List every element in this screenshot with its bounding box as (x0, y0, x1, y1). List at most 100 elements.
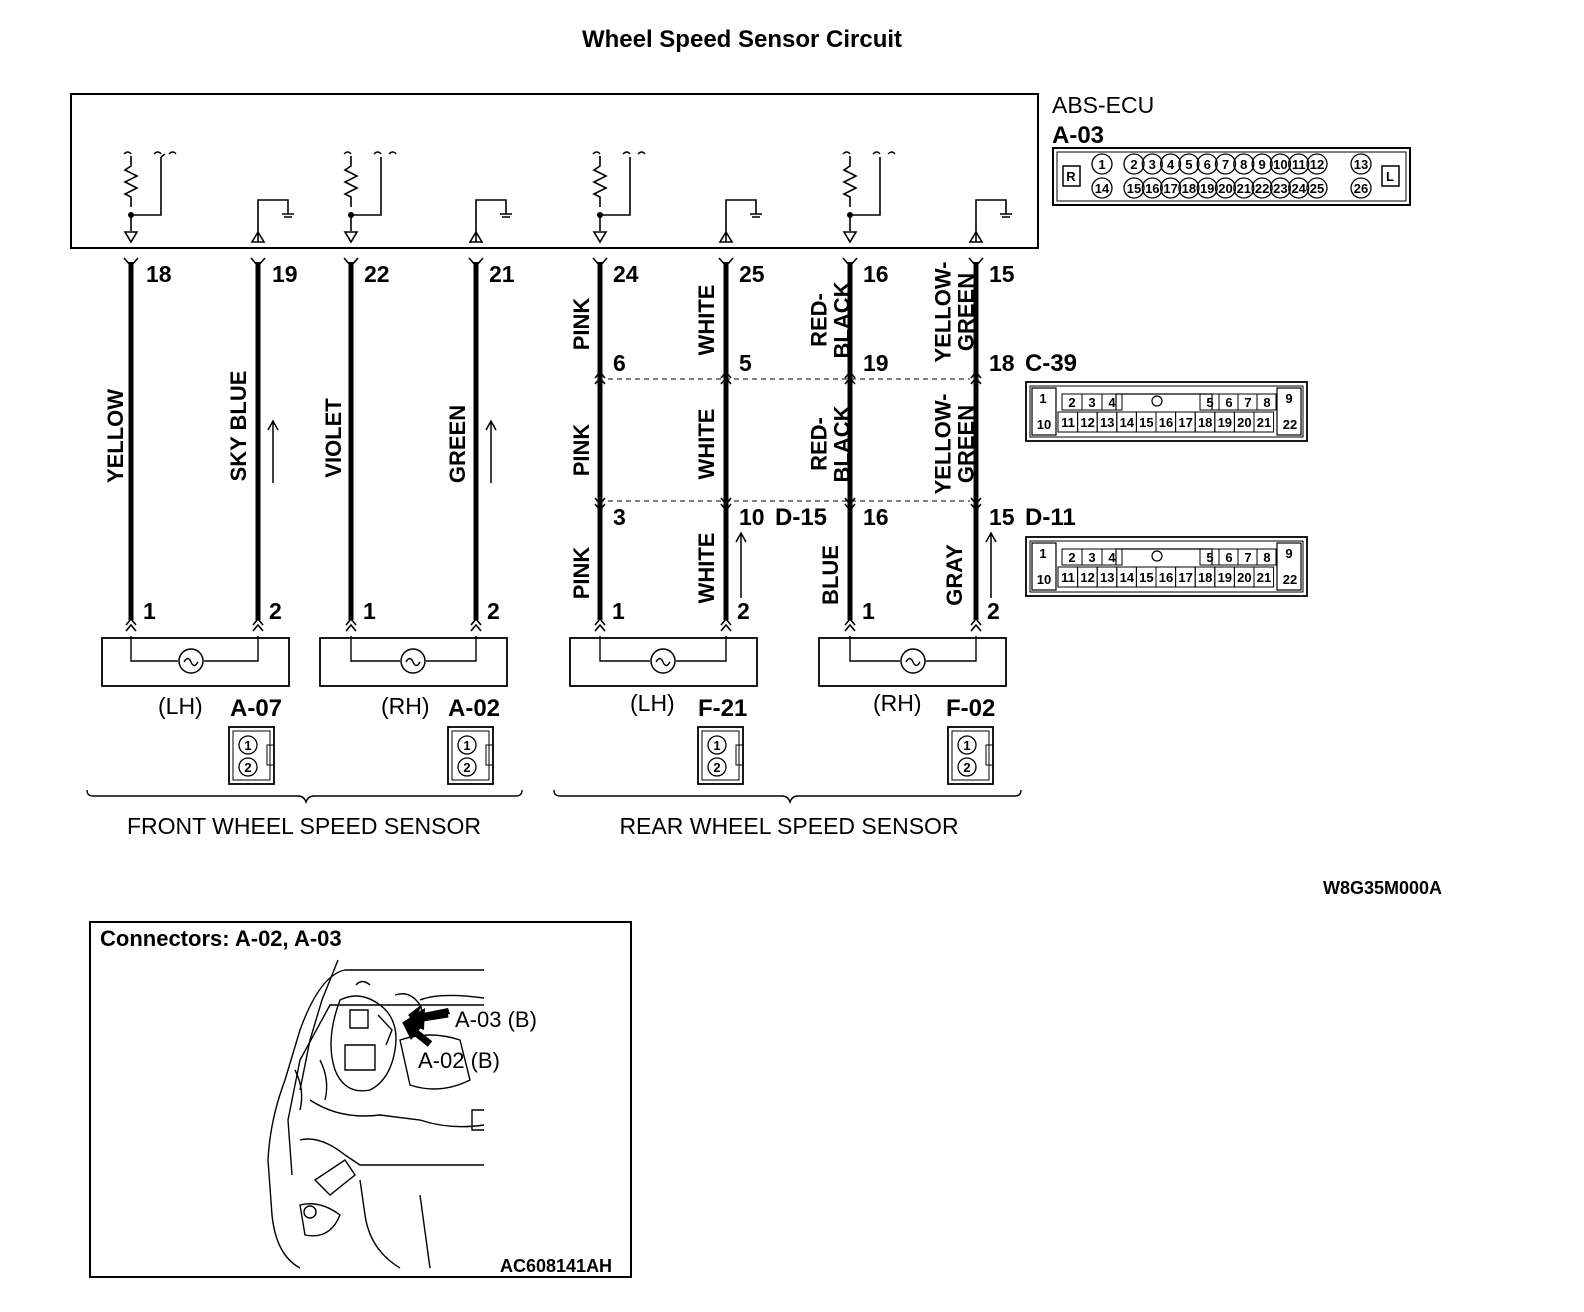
wire-color-label: PINK (569, 547, 594, 600)
connector-face-pin: 11 (1061, 570, 1075, 585)
svg-text:25: 25 (1310, 181, 1324, 196)
svg-text:5: 5 (1185, 157, 1192, 172)
ecu-pin-label: 25 (739, 261, 765, 287)
diagram-title: Wheel Speed Sensor Circuit (582, 26, 902, 53)
ecu-connector-id: A-03 (1052, 122, 1104, 149)
connector-face-pin: 7 (1244, 395, 1251, 410)
diagram-code: W8G35M000A (1323, 878, 1442, 898)
ecu-face-pin: 24 (1288, 177, 1310, 199)
ecu-face-pin: 4 (1159, 153, 1182, 175)
wire-color-label: VIOLET (321, 398, 346, 478)
connector-face-pin: 5 (1206, 395, 1213, 410)
ecu-face-pin: 2 (1123, 153, 1145, 175)
sensor-face-pin: 1 (963, 738, 970, 753)
svg-text:18: 18 (1182, 181, 1196, 196)
connector-face-pin: 18 (1198, 570, 1212, 585)
connector-face-pin: 3 (1088, 550, 1095, 565)
wire-color-label: PINK (569, 424, 594, 477)
sensor-connector-face: 12 (228, 726, 275, 785)
connector-face-pin: 16 (1159, 415, 1173, 430)
connector-face-pin: 9 (1285, 391, 1292, 406)
connector-face-pin: 7 (1244, 550, 1251, 565)
connector-face-pin: 14 (1120, 570, 1135, 585)
connector-face-pin: 21 (1257, 415, 1271, 430)
d11-connector-id: D-11 (1025, 504, 1076, 531)
ecu-face-pin: 15 (1123, 177, 1145, 199)
sensor-face-pin: 2 (963, 760, 970, 775)
connector-face-pin: 12 (1080, 415, 1094, 430)
svg-text:24: 24 (1291, 181, 1306, 196)
callout-arrows (402, 1004, 450, 1047)
connector-face-pin: 22 (1283, 417, 1297, 432)
ecu-face-pin: 18 (1178, 177, 1200, 199)
connector-location-inset (89, 921, 632, 1278)
inset-title: Connectors: A-02, A-03 (100, 926, 342, 951)
connector-face-pin: 4 (1108, 395, 1116, 410)
wire-color-label: WHITE (694, 285, 719, 356)
sensor-pin-label: 2 (737, 598, 750, 624)
ecu-face-pin: 1 (1091, 153, 1113, 175)
connector-face-pin: 12 (1080, 570, 1094, 585)
svg-text:19: 19 (1200, 181, 1214, 196)
ecu-pin-label: 15 (989, 261, 1015, 287)
ecu-pin-label: 16 (863, 261, 889, 287)
ecu-face-pin: 16 (1141, 177, 1163, 199)
connector-face-pin: 15 (1139, 415, 1153, 430)
ecu-face-pin: 11 (1288, 153, 1310, 175)
sensor-coil-icon (650, 648, 676, 674)
svg-text:21: 21 (1237, 181, 1251, 196)
c39-pin-label: 6 (613, 350, 626, 376)
sensor-coil-icon (178, 648, 204, 674)
ecu-face-pin: 7 (1214, 153, 1237, 175)
sensor-coil-icon (900, 648, 926, 674)
wire-color-label: RED-BLACK (807, 405, 855, 482)
sensor-side-label: (RH) (381, 693, 430, 719)
wire-color-label: RED-BLACK (807, 281, 855, 358)
ecu-face-right-tag: L (1386, 169, 1394, 184)
sensor-connector-id: F-21 (698, 695, 747, 722)
sensor-pin-label: 2 (269, 598, 282, 624)
sensor-pin-label: 1 (612, 598, 625, 624)
ecu-face-pin: 23 (1269, 177, 1292, 199)
ecu-name: ABS-ECU (1052, 92, 1154, 118)
abs-ecu-box (70, 93, 1039, 249)
svg-text:8: 8 (1240, 157, 1247, 172)
connector-face-pin: 22 (1283, 572, 1297, 587)
connector-face-pin: 4 (1108, 550, 1116, 565)
inset-code: AC608141AH (500, 1256, 612, 1276)
ecu-pin-label: 21 (489, 261, 515, 287)
svg-text:3: 3 (1149, 157, 1156, 172)
rear-group-label: REAR WHEEL SPEED SENSOR (619, 813, 958, 839)
ecu-face-pin: 20 (1214, 177, 1237, 199)
connector-face-pin: 2 (1068, 550, 1075, 565)
wire-color-labels: YELLOW SKY BLUE VIOLET GREEN PINK PINK P… (103, 262, 979, 606)
sensor-face-pin: 1 (244, 738, 251, 753)
connector-face-pin: 13 (1100, 415, 1114, 430)
front-group-brace (86, 789, 523, 805)
connector-face-pin: 10 (1037, 417, 1051, 432)
svg-text:7: 7 (1222, 157, 1229, 172)
connector-face-pin: 20 (1237, 570, 1251, 585)
connector-face-pin: 8 (1263, 550, 1270, 565)
ecu-internal-circuits (123, 151, 1012, 244)
d15-pin-label: 3 (613, 504, 626, 530)
wire-color-label: YELLOW-GREEN (931, 262, 979, 363)
sensor-connector-face: 12 (697, 726, 744, 785)
connector-face-pin: 13 (1100, 570, 1114, 585)
sensor-side-label: (RH) (873, 690, 922, 716)
svg-text:10: 10 (1273, 157, 1287, 172)
ecu-pin-label: 19 (272, 261, 298, 287)
wire-runs (123, 257, 997, 632)
svg-text:1: 1 (1098, 157, 1105, 172)
connector-face-pin: 15 (1139, 570, 1153, 585)
front-group-label: FRONT WHEEL SPEED SENSOR (127, 813, 481, 839)
svg-text:13: 13 (1354, 157, 1368, 172)
svg-text:20: 20 (1218, 181, 1232, 196)
ecu-face-pin: 5 (1178, 153, 1200, 175)
connector-face-pin: 1 (1039, 546, 1046, 561)
connector-face-pin: 17 (1178, 415, 1192, 430)
ecu-face-pin: 8 (1233, 153, 1255, 175)
